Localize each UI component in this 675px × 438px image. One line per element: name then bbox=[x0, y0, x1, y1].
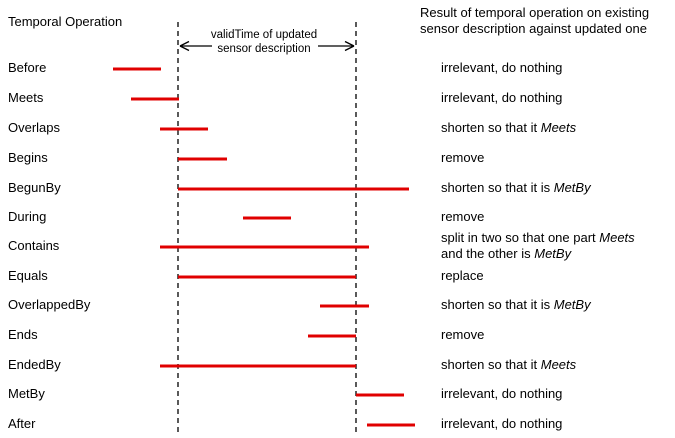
operation-name-endedby: EndedBy bbox=[8, 357, 61, 372]
operation-result-before: irrelevant, do nothing bbox=[441, 60, 562, 76]
operation-result-ends: remove bbox=[441, 327, 484, 343]
arrowhead-left-icon bbox=[179, 40, 190, 52]
operation-name-before: Before bbox=[8, 60, 47, 75]
operation-name-overlappedby: OverlappedBy bbox=[8, 297, 91, 312]
operation-result-contains: split in two so that one part Meets and t… bbox=[441, 230, 635, 262]
result-term: Meets bbox=[599, 230, 635, 245]
operation-result-meets: irrelevant, do nothing bbox=[441, 90, 562, 106]
valid-time-arrow bbox=[179, 40, 355, 52]
operation-result-begunby: shorten so that it is MetBy bbox=[441, 180, 591, 196]
operation-result-overlappedby: shorten so that it is MetBy bbox=[441, 297, 591, 313]
valid-time-line1: validTime of updated bbox=[210, 29, 318, 41]
result-term: MetBy bbox=[553, 297, 591, 312]
operation-result-overlaps: shorten so that it Meets bbox=[441, 120, 576, 136]
operation-result-during: remove bbox=[441, 209, 484, 225]
result-term: MetBy bbox=[553, 180, 591, 195]
operation-result-after: irrelevant, do nothing bbox=[441, 416, 562, 432]
operation-name-contains: Contains bbox=[8, 238, 60, 253]
temporal-operation-header: Temporal Operation bbox=[8, 14, 123, 29]
operation-name-begunby: BegunBy bbox=[8, 180, 61, 195]
arrowhead-right-icon bbox=[344, 40, 355, 52]
valid-time-line2: sensor description bbox=[217, 43, 311, 55]
operation-name-equals: Equals bbox=[8, 268, 48, 283]
operation-name-after: After bbox=[8, 416, 36, 431]
operation-result-endedby: shorten so that it Meets bbox=[441, 357, 576, 373]
interval-bars bbox=[113, 67, 415, 427]
result-term: Meets bbox=[540, 357, 577, 372]
operation-name-ends: Ends bbox=[8, 327, 38, 342]
result-term: MetBy bbox=[534, 246, 572, 261]
result-text: remove bbox=[441, 327, 485, 342]
result-text: remove bbox=[441, 150, 485, 165]
operation-name-overlaps: Overlaps bbox=[8, 120, 61, 135]
operation-name-begins: Begins bbox=[8, 150, 48, 165]
result-text: shorten so that it bbox=[441, 357, 541, 372]
operation-result-equals: replace bbox=[441, 268, 484, 284]
operation-result-metby: irrelevant, do nothing bbox=[441, 386, 562, 402]
result-text: irrelevant, do nothing bbox=[441, 386, 563, 401]
result-header-line2: sensor description against updated one bbox=[420, 21, 647, 36]
operation-name-meets: Meets bbox=[8, 90, 44, 105]
result-text: irrelevant, do nothing bbox=[441, 416, 563, 431]
result-text: shorten so that it bbox=[441, 120, 541, 135]
operation-result-begins: remove bbox=[441, 150, 484, 166]
result-text: and the other is bbox=[441, 246, 535, 261]
result-header-line1: Result of temporal operation on existing bbox=[420, 5, 650, 20]
result-column-header: Result of temporal operation on existing… bbox=[420, 5, 649, 37]
result-text: replace bbox=[441, 268, 484, 283]
result-text: shorten so that it is bbox=[441, 297, 554, 312]
operation-name-metby: MetBy bbox=[8, 386, 45, 401]
result-term: Meets bbox=[540, 120, 577, 135]
result-text: split in two so that one part bbox=[441, 230, 600, 245]
operation-name-during: During bbox=[8, 209, 47, 224]
result-text: shorten so that it is bbox=[441, 180, 554, 195]
result-text: irrelevant, do nothing bbox=[441, 60, 563, 75]
result-text: remove bbox=[441, 209, 485, 224]
valid-time-label: validTime of updated sensor description bbox=[194, 28, 334, 56]
result-text: irrelevant, do nothing bbox=[441, 90, 563, 105]
